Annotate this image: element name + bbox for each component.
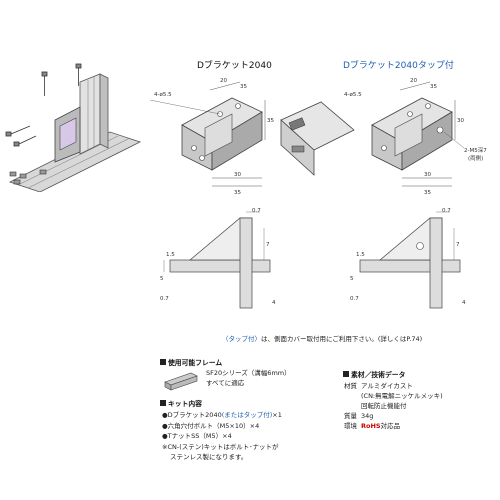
kit-item-bolt: ●六角穴付ボルト（M5×10）×4	[162, 421, 260, 430]
dim-4-a: 4	[272, 300, 276, 306]
bracket-tapped-iso-drawing: 4-ø5.5 20 35 30 2-M5深7 (両側) 30 35	[344, 78, 487, 196]
dim-07-d: 0.7	[350, 296, 359, 302]
kit-item-note2: ステンレス製になります。	[170, 453, 248, 461]
dim-07-c: 0.7	[442, 208, 451, 214]
assembly-illustration	[5, 63, 142, 192]
dim-7-b: 7	[456, 242, 460, 248]
dim-tap: 2-M5深7	[464, 146, 487, 154]
square-bullet-icon	[343, 371, 349, 377]
dim-7-a: 7	[266, 242, 270, 248]
kit-item-bracket: ●Dブラケット2040(またはタップ付)×1	[162, 411, 282, 419]
square-bullet-icon	[160, 359, 166, 365]
section-view-left: 0.7 7 1.5 5 0.7 4	[160, 208, 276, 309]
rohs-badge: RoHS	[361, 422, 381, 430]
dim-35-top-right: 35	[430, 84, 437, 90]
dim-30-side-right: 30	[457, 118, 464, 124]
dim-07-a: 0.7	[252, 208, 261, 214]
dim-5-b: 5	[350, 276, 354, 282]
dim-5-a: 5	[160, 276, 164, 282]
kit-item-nut: ●TナットSS（M5）×4	[162, 432, 232, 440]
dim-tap-sub: (両側)	[468, 154, 483, 162]
dim-07-b: 0.7	[160, 296, 169, 302]
bracket-iso-drawing: 4-ø5.5 20 35 35 30 35	[150, 78, 274, 196]
tap-note-text: は、側面カバー取付用にご利用下さい。(詳しくはP.74)	[261, 335, 423, 343]
dim-15-a: 1.5	[166, 252, 175, 258]
title-dbracket-tapped: Dブラケット2040タップ付	[343, 61, 454, 71]
frame-series: SF20シリーズ（溝幅6mm）	[206, 369, 291, 377]
dim-35-bottom-left: 35	[234, 190, 241, 196]
dim-30-right: 30	[424, 172, 431, 178]
kit-title: キット内容	[160, 398, 202, 408]
dim-35-bottom-right: 35	[424, 190, 431, 196]
dim-hole-right: 4-ø5.5	[344, 92, 362, 98]
frame-profile-icon	[164, 372, 198, 391]
title-dbracket: Dブラケット2040	[197, 61, 272, 71]
kit-list: ●Dブラケット2040(またはタップ付)×1 ●六角穴付ボルト（M5×10）×4…	[162, 410, 282, 463]
spec-row: 材質アルミダイカスト	[344, 382, 413, 390]
tap-note-prefix: 〈タップ付〉	[222, 335, 261, 343]
dim-30-left: 30	[234, 172, 241, 178]
square-bullet-icon	[160, 400, 166, 406]
frame-compat: すべてに適応	[206, 379, 245, 387]
dim-20-left: 20	[220, 78, 227, 84]
dim-hole-left: 4-ø5.5	[154, 92, 172, 98]
section-view-right: 0.7 7 1.5 5 0.7 4	[350, 208, 466, 309]
spec-row: (CN:無電解ニッケルメッキ)	[361, 392, 443, 400]
spec-row: 回転防止機能付	[361, 402, 407, 410]
dim-35-top-left: 35	[240, 84, 247, 90]
side-cover-drawing	[280, 101, 355, 176]
usable-frame-title: 使用可能フレーム	[160, 357, 222, 367]
dim-15-b: 1.5	[356, 252, 365, 258]
dim-4-b: 4	[462, 300, 466, 306]
dim-20-right: 20	[410, 78, 417, 84]
dim-35-side-left: 35	[267, 118, 274, 124]
tap-note: 〈タップ付〉は、側面カバー取付用にご利用下さい。(詳しくはP.74)	[222, 333, 422, 343]
spec-title: 素材／技術データ	[343, 369, 405, 379]
kit-item-note1: ※CN-(ステン)キットはボルト･ナットが	[162, 442, 279, 451]
